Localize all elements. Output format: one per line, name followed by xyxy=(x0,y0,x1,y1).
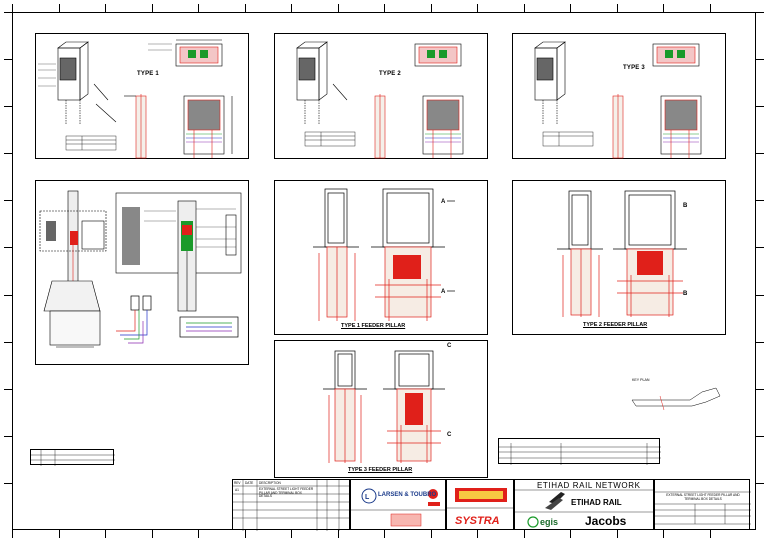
panel-type-3-feeder-pillar: C C TYPE 3 FEEDER PILLAR xyxy=(274,340,488,478)
project-name: ETIHAD RAIL NETWORK xyxy=(537,481,641,490)
type-2-feeder-drawing xyxy=(557,190,687,317)
zone-ruler-top xyxy=(12,4,756,12)
type-1-feeder-label: TYPE 1 FEEDER PILLAR xyxy=(341,323,406,329)
section-c-bottom: C xyxy=(447,432,452,438)
key-plan-label: KEY PLAN xyxy=(632,378,650,382)
contractor-name: LARSEN & TOUBRO xyxy=(378,492,437,498)
section-c-top: C xyxy=(447,343,452,349)
section-a-top: A xyxy=(441,199,446,205)
drawing-title: EXTERNAL STREET LIGHT FEEDER PILLAR AND … xyxy=(666,493,740,501)
zone-ruler-left xyxy=(4,12,12,530)
type-3-feeder-label: TYPE 3 FEEDER PILLAR xyxy=(348,467,413,473)
terminal-box-drawing xyxy=(39,190,242,348)
type-1-title: TYPE 1 xyxy=(137,71,159,77)
project-block: ETIHAD RAIL NETWORK ETIHAD RAIL egis Jac… xyxy=(514,479,655,530)
lt-logo: L xyxy=(351,488,447,527)
section-b-top: B xyxy=(683,203,688,209)
client-name: ETIHAD RAIL xyxy=(571,498,622,507)
type-3-drawing xyxy=(534,41,702,159)
zone-ruler-bottom xyxy=(12,530,756,538)
contractor-block: L LARSEN & TOUBRO xyxy=(350,479,447,530)
panel-type-1: TYPE 1 xyxy=(35,33,249,159)
svg-text:L: L xyxy=(365,494,370,501)
consultant-block: SYSTRA xyxy=(446,479,515,530)
date-header: DATE xyxy=(245,481,254,485)
section-a-bottom: A xyxy=(441,289,446,295)
rev-number: A1 xyxy=(235,488,239,492)
legend-table xyxy=(30,449,115,466)
section-b-bottom: B xyxy=(683,291,688,297)
jacobs-logo: Jacobs xyxy=(585,514,627,528)
panel-type-1-feeder-pillar: A A TYPE 1 FEEDER PILLAR xyxy=(274,180,488,335)
panel-terminal-box xyxy=(35,180,249,365)
type-1-drawing xyxy=(38,39,233,159)
zone-ruler-right xyxy=(756,12,764,530)
type-3-title: TYPE 3 xyxy=(623,65,645,71)
type-2-title: TYPE 2 xyxy=(379,71,401,77)
type-3-feeder-drawing xyxy=(323,350,445,463)
type-2-drawing xyxy=(296,41,464,159)
systra-logo: SYSTRA xyxy=(455,515,500,527)
description-header: DESCRIPTION xyxy=(259,481,281,485)
revision-table: REV DATE DESCRIPTION A1 EXTERNAL STREET … xyxy=(232,479,351,531)
reference-table xyxy=(498,438,661,465)
type-2-feeder-label: TYPE 2 FEEDER PILLAR xyxy=(583,322,648,328)
rev-header: REV xyxy=(234,481,241,485)
panel-type-3: TYPE 3 xyxy=(512,33,726,159)
type-1-feeder-drawing xyxy=(313,188,455,321)
revision-description: EXTERNAL STREET LIGHT FEEDER PILLAR AND … xyxy=(259,487,314,499)
drawing-title-box: EXTERNAL STREET LIGHT FEEDER PILLAR AND … xyxy=(654,479,751,530)
panel-type-2: TYPE 2 xyxy=(274,33,488,159)
panel-type-2-feeder-pillar: B B TYPE 2 FEEDER PILLAR xyxy=(512,180,726,335)
egis-logo: egis xyxy=(540,517,559,527)
